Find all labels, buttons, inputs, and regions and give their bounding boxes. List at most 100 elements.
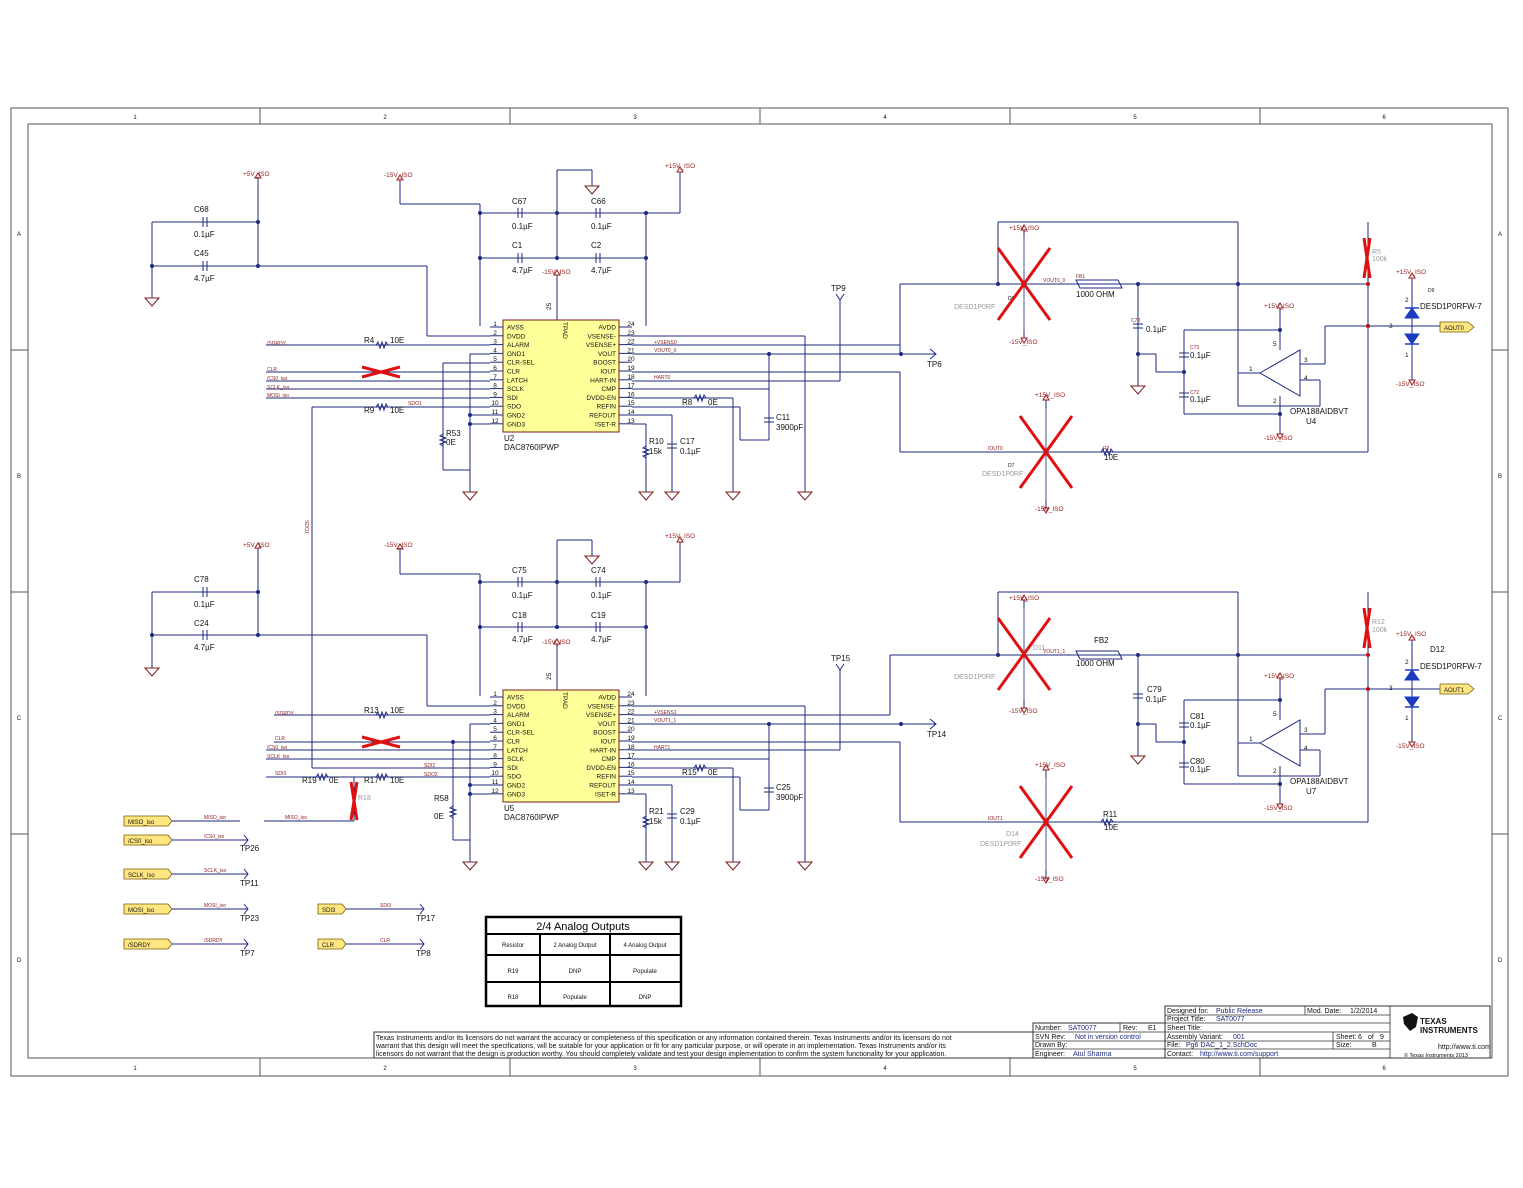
power-label: +5V_ISO [243, 171, 270, 178]
texas-state-logo-icon [1403, 1013, 1418, 1031]
power-label: +5V_ISO [243, 542, 270, 549]
ref-r58: R58 [434, 794, 449, 803]
value-label: 10E [390, 706, 404, 715]
power-label: +15V_ISO [1035, 762, 1065, 769]
ic-pin-number: 13 [627, 788, 635, 795]
ref-r18: R18 [358, 795, 371, 802]
port-label: SCLK_iso [128, 873, 155, 879]
net-label: CLR [380, 938, 390, 944]
ic-pin-number: 17 [627, 383, 635, 390]
ic-pin-number: 12 [491, 788, 499, 795]
tb-designed-for-label: Designed for: [1167, 1008, 1209, 1015]
ic-pin-name: CLR [507, 369, 520, 376]
ic-pin-name: SDO [507, 404, 521, 411]
value-label: 100k [1372, 256, 1388, 263]
supply-decoupling-1: -15V_ISO +15V_ISO C75 0.1µF C74 0.1µF C1… [384, 533, 695, 696]
power-label: +15V_ISO [1009, 595, 1039, 602]
ic-pin-number: 17 [627, 753, 635, 760]
esd-part: DESD1P0RF [980, 841, 1021, 848]
port-sdi3 [317, 903, 347, 915]
ic-ref: U5 [504, 804, 515, 813]
ref-r5: R5 [1372, 249, 1381, 256]
ic-part: DAC8760IPWP [504, 813, 559, 822]
ic-pin-number: 23 [627, 700, 635, 707]
tb-of-label: of [1368, 1034, 1374, 1041]
ic-pin-number: 3 [493, 709, 497, 716]
port-label: AOUT0 [1444, 326, 1465, 332]
value-label: 0E [434, 812, 444, 821]
ref-r8: R8 [682, 398, 693, 407]
ic-pin-name: REFOUT [589, 413, 616, 420]
ic-pin-name: IOUT [600, 739, 616, 746]
tvs-diode-d12 [1404, 669, 1420, 681]
ic-pin-number: 14 [627, 409, 635, 416]
opamp-part: OPA188AIDBVT [1290, 777, 1349, 786]
value-label: 0.1µF [680, 817, 701, 826]
value-label: 0E [329, 776, 339, 785]
ic-pin-name: CLR [507, 739, 520, 746]
power-label: +15V_ISO [1035, 392, 1065, 399]
col-label: 5 [1133, 1066, 1137, 1072]
ref-c72: C72 [1190, 390, 1199, 396]
ref-c74: C74 [591, 566, 606, 575]
value-label: 0E [708, 768, 718, 777]
ic-pin-name: BOOST [593, 730, 616, 737]
ic-pin-number: 21 [627, 347, 635, 354]
ref-r13: R13 [364, 706, 379, 715]
value-label: 0.1µF [680, 447, 701, 456]
testpoint-label: TP11 [240, 879, 259, 888]
output-stage-0: R2 10E IOUT0 VOUT0_0 FB1 1000 OHM DESD1P… [899, 221, 1482, 514]
tb-designed-for: Public Release [1216, 1008, 1263, 1015]
esd-ref: D11 [1033, 645, 1045, 652]
ref-c11: C11 [776, 413, 791, 422]
left-nets-1: R13 10E /SDRDY R58 0E CLR /CS0_iso SCLK_… [264, 706, 490, 871]
row-label: B [17, 474, 21, 480]
ic-pin-name: LATCH [507, 377, 528, 384]
value-label: 3900pF [776, 423, 803, 432]
ic-pin-name: ISET-R [595, 791, 616, 798]
power-label: +15V_ISO [1264, 673, 1294, 680]
value-label: 0.1µF [512, 222, 533, 231]
tb-of: 9 [1380, 1034, 1384, 1041]
ic-pin-number: 8 [493, 383, 497, 390]
table-cell: Populate [563, 995, 587, 1001]
ic-pin-name: SCLK [507, 756, 525, 763]
ic-pin-number: 20 [627, 726, 635, 733]
ref-fb1: FB1 [1076, 274, 1085, 280]
net-label: SDI3 [380, 903, 391, 909]
tb-project-title: SAT0077 [1216, 1016, 1245, 1023]
ic-pin-name: CLR-SEL [507, 730, 535, 737]
value-label: 0.1µF [1190, 351, 1211, 360]
value-label: 1000 OHM [1076, 290, 1115, 299]
dvdd-decoupling-1: +5V_ISO C78 0.1µF C24 4.7µF [144, 542, 490, 707]
ic-pin-number: 15 [627, 770, 635, 777]
ic-pin-name: DVDD [507, 333, 526, 340]
table-cell: R19 [507, 969, 519, 975]
ic-pin-name: CMP [602, 756, 616, 763]
value-label: 15k [649, 447, 663, 456]
esd-part: DESD1P0RF [982, 471, 1023, 478]
ic-pin-name: DVDD-EN [586, 395, 616, 402]
ic-pin-number: 6 [493, 735, 497, 742]
tb-mod-date-label: Mod. Date: [1307, 1008, 1341, 1015]
value-label: 0.1µF [1146, 325, 1167, 334]
port-label: SDI3 [322, 908, 336, 914]
col-label: 3 [633, 115, 637, 121]
ref-c17: C17 [680, 437, 695, 446]
logo-text: TEXAS [1420, 1017, 1447, 1026]
tb-sheet-title-label: Sheet Title: [1167, 1025, 1202, 1032]
ref-r12: R12 [1372, 619, 1385, 626]
col-label: 6 [1382, 115, 1386, 121]
tb-svn-label: SVN Rev: [1035, 1034, 1066, 1041]
power-label: -15V_ISO [1009, 708, 1038, 715]
ref-r10: R10 [649, 437, 664, 446]
ic-pin-name: REFOUT [589, 783, 616, 790]
diode-part: DESD1P0RFW-7 [1420, 302, 1482, 311]
pin-number: 4 [1304, 375, 1308, 382]
ref-fb2: FB2 [1094, 636, 1109, 645]
pad-number: 25 [546, 672, 553, 680]
value-label: 10E [1104, 823, 1118, 832]
net-label: MISO_iso [204, 815, 226, 821]
tb-number: SAT0077 [1068, 1025, 1097, 1032]
pin-number: 5 [1273, 341, 1277, 348]
